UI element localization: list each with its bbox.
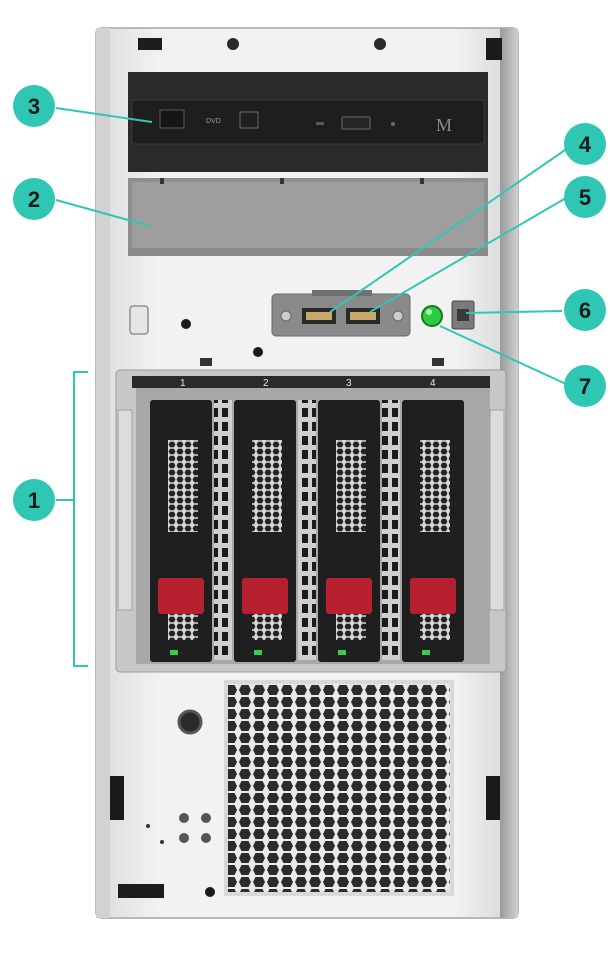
callout-badge-7: 7 (564, 365, 606, 407)
fan-grille (224, 680, 454, 896)
disc-icon (239, 111, 259, 129)
hot-plug-drive-3[interactable] (318, 400, 380, 662)
uid-icon (457, 309, 469, 321)
callout-label: 6 (579, 298, 591, 323)
drive-status-led (170, 650, 178, 655)
lower-left-slot (110, 776, 124, 820)
leader-line-5 (369, 197, 567, 313)
front-io-panel (271, 290, 411, 337)
callout-badge-3: 3 (13, 85, 55, 127)
optical-drive: DVD M (128, 72, 488, 172)
lower-right-slot (486, 776, 500, 820)
leader-line-3 (55, 107, 153, 123)
thumb-screw[interactable] (177, 709, 203, 735)
leader-line-6 (465, 310, 563, 314)
bottom-screw-hole (205, 887, 215, 897)
cage-vent-strip (382, 400, 400, 660)
drive-latch[interactable] (326, 578, 372, 614)
cage-vent-strip (214, 400, 232, 660)
drive-latch[interactable] (410, 578, 456, 614)
hot-plug-drive-1[interactable] (150, 400, 212, 662)
callout-badge-4: 4 (564, 123, 606, 165)
chassis-screw-hole (253, 347, 263, 357)
callout-badge-6: 6 (564, 289, 606, 331)
callout-label: 1 (28, 488, 40, 513)
drive-latch[interactable] (242, 578, 288, 614)
callout-label: 5 (579, 185, 591, 210)
io-panel-screw-icon (392, 310, 404, 322)
side-latch (129, 305, 149, 335)
usb-port-2-contacts (350, 312, 376, 320)
optical-brand-mark: M (436, 115, 452, 135)
leader-line-7 (439, 325, 567, 385)
power-button[interactable] (421, 305, 443, 327)
drive-latch[interactable] (158, 578, 204, 614)
drive-status-led (422, 650, 430, 655)
drive-bay-label: 1 (180, 378, 186, 389)
leader-line-2 (55, 199, 151, 227)
top-latch (138, 38, 162, 50)
drive-status-led (338, 650, 346, 655)
bracket-1 (73, 371, 88, 667)
chassis-slot (432, 358, 444, 366)
chassis-screw-hole (181, 319, 191, 329)
bottom-latch (118, 884, 164, 898)
power-button-highlight (426, 309, 432, 315)
emergency-eject-hole (391, 122, 395, 126)
hot-plug-drive-2[interactable] (234, 400, 296, 662)
callout-label: 2 (28, 187, 40, 212)
eject-button[interactable] (341, 116, 371, 130)
callout-label: 7 (579, 374, 591, 399)
callout-label: 4 (579, 132, 592, 157)
drive-status-led (254, 650, 262, 655)
media-bay-blank (128, 178, 488, 256)
drive-bay-label: 3 (346, 378, 352, 389)
top-side-latch (486, 38, 502, 60)
hot-plug-drive-4[interactable] (402, 400, 464, 662)
io-panel-screw-icon (280, 310, 292, 322)
dvd-logo: DVD (206, 118, 221, 125)
usb-port-1-contacts (306, 312, 332, 320)
cage-vent-strip (298, 400, 316, 660)
leader-lines (55, 107, 569, 667)
leader-line-4 (329, 147, 569, 313)
top-screw-hole (374, 38, 386, 50)
callout-label: 3 (28, 94, 40, 119)
drive-bay-label: 2 (263, 378, 269, 389)
callout-badge-1: 1 (13, 479, 55, 521)
callout-badge-5: 5 (564, 176, 606, 218)
optical-eject-icon (159, 109, 185, 129)
activity-indicator (316, 122, 324, 125)
top-screw-hole (227, 38, 239, 50)
drive-bay-label: 4 (430, 378, 436, 389)
stand-screws (146, 813, 211, 844)
chassis-slot (200, 358, 212, 366)
drive-bay-labels: 1 2 3 4 (180, 378, 436, 389)
callout-badge-2: 2 (13, 178, 55, 220)
